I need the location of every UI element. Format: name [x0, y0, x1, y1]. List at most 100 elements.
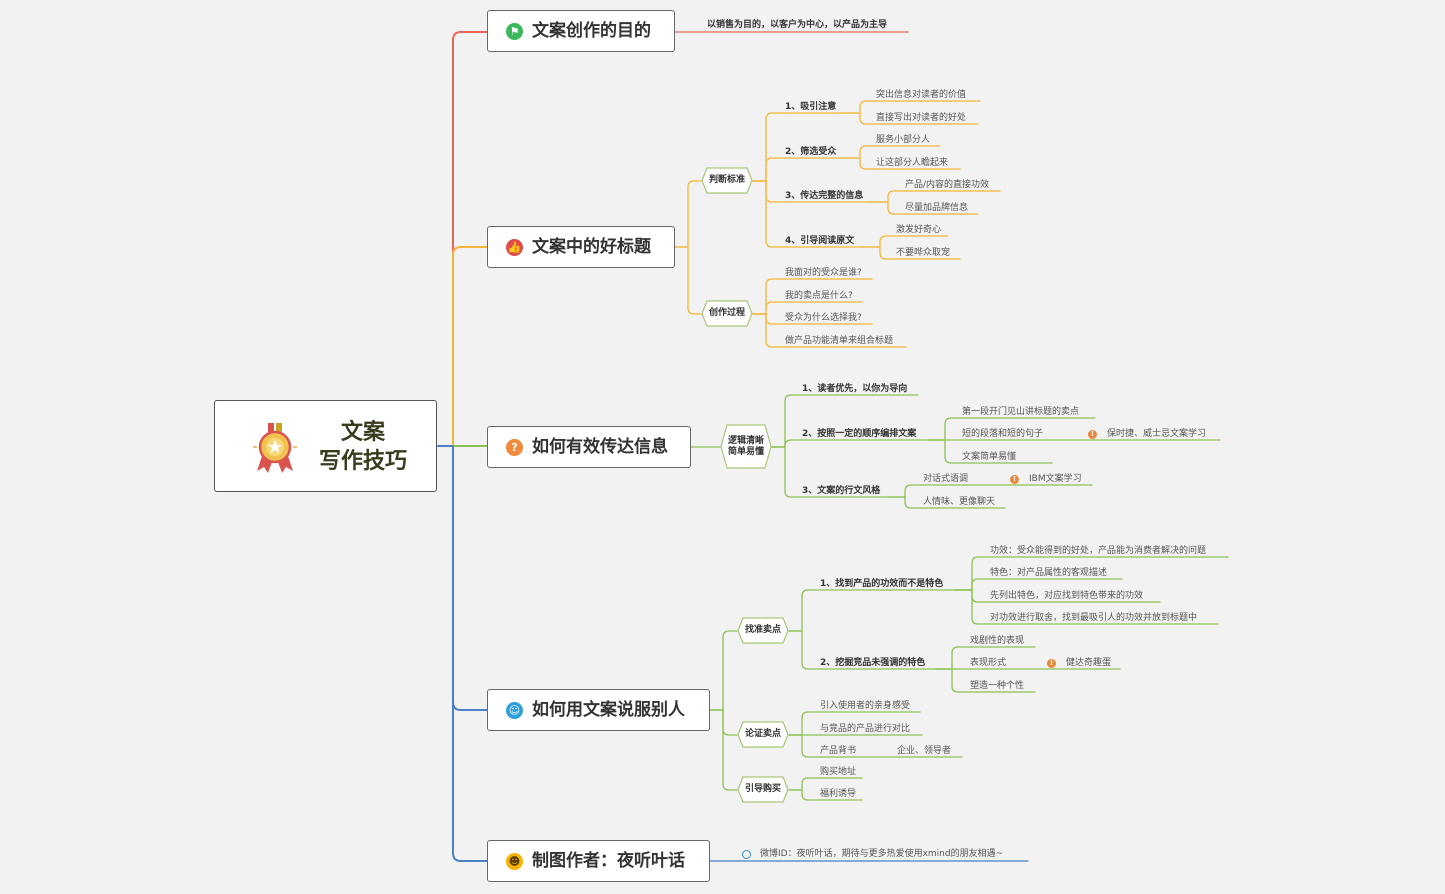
effect-child-2[interactable]: 特色：对产品属性的客观描述 — [990, 568, 1108, 578]
hex-criteria[interactable]: 判断标准 — [701, 167, 753, 194]
effect-child-1[interactable]: 功效：受众能得到的好处，产品能为消费者解决的问题 — [990, 546, 1207, 556]
branch-link — [674, 246, 702, 315]
branch-link — [788, 789, 821, 801]
trunk-blue — [452, 445, 488, 711]
hex-shape — [701, 300, 753, 327]
criteria-2-child-2[interactable]: 让这部分人瞻起来 — [876, 158, 949, 168]
branch-link — [674, 180, 702, 248]
rival-child-1[interactable]: 戏剧性的表现 — [970, 636, 1025, 646]
order-child-2[interactable]: 短的段落和短的句子 — [962, 429, 1044, 439]
hex-criteria-label: 判断标准 — [708, 175, 745, 185]
warning-icon: ! — [1088, 430, 1097, 439]
topic-convey-label: 如何有效传达信息 — [532, 437, 668, 457]
rival-child-2[interactable]: 表现形式 — [970, 658, 1007, 668]
medal-icon — [253, 423, 297, 473]
topic-purpose-label: 文案创作的目的 — [532, 21, 651, 41]
topic-persuade[interactable]: ☺ 如何用文案说服别人 — [487, 689, 710, 731]
order-child-1[interactable]: 第一段开门见山讲标题的卖点 — [962, 407, 1080, 417]
central-topic-line2: 写作技巧 — [318, 449, 407, 474]
criteria-item-1[interactable]: 1、吸引注意 — [785, 102, 837, 112]
criteria-item-2[interactable]: 2、筛选受众 — [785, 147, 837, 157]
branch-link — [934, 646, 971, 670]
hex-selling-point[interactable]: 找准卖点 — [737, 617, 789, 644]
criteria-4-child-1[interactable]: 激发好奇心 — [896, 225, 942, 235]
selling-item-2[interactable]: 2、挖掘竞品未强调的特色 — [820, 658, 926, 668]
style-child-2[interactable]: 人情味、更像聊天 — [923, 497, 996, 507]
hex-proof-label: 论证卖点 — [744, 729, 781, 739]
style-child-1[interactable]: 对话式语调 — [923, 474, 969, 484]
process-item-2[interactable]: 我的卖点是什么? — [785, 291, 853, 301]
convey-item-2[interactable]: 2、按照一定的顺序编排文案 — [802, 429, 917, 439]
hex-shape — [737, 776, 789, 803]
purpose-note[interactable]: 以销售为目的，以客户为中心，以产品为主导 — [707, 20, 888, 30]
hex-proof[interactable]: 论证卖点 — [737, 721, 789, 748]
branch-link — [954, 589, 991, 625]
question-icon: ? — [506, 439, 523, 456]
hex-shape — [737, 721, 789, 748]
author-note[interactable]: 微博ID：夜听叶话，期待与更多热爱使用xmind的朋友相遇~ — [760, 849, 1004, 859]
proof-endorse[interactable]: 企业、领导者 — [897, 746, 952, 756]
criteria-3-child-1[interactable]: 产品/内容的直接功效 — [905, 180, 990, 190]
hex-guide[interactable]: 引导购买 — [737, 776, 789, 803]
guide-child-1[interactable]: 购买地址 — [820, 767, 857, 777]
rival-note[interactable]: 健达奇趣蛋 — [1066, 658, 1112, 668]
branch-link — [887, 484, 924, 498]
branch-link — [869, 201, 906, 215]
branch-link — [788, 630, 821, 670]
warning-icon: ! — [1010, 475, 1019, 484]
proof-child-3[interactable]: 产品背书 — [820, 746, 857, 756]
branch-link — [887, 496, 924, 509]
order-child-3[interactable]: 文案简单易懂 — [962, 452, 1017, 462]
process-item-1[interactable]: 我面对的受众是谁? — [785, 268, 862, 278]
topic-author-label: 制图作者：夜听叶话 — [532, 851, 685, 871]
branch-link — [954, 578, 991, 591]
central-topic-title: 文案 写作技巧 — [313, 418, 413, 476]
branch-link — [752, 301, 786, 315]
branch-link — [934, 668, 971, 693]
branch-link — [709, 709, 738, 791]
branch-link — [752, 112, 786, 182]
hex-logic-line2: 简单易懂 — [727, 446, 764, 457]
order-note[interactable]: 保时捷、威士忌文案学习 — [1107, 429, 1207, 439]
criteria-1-child-1[interactable]: 突出信息对读者的价值 — [876, 90, 967, 100]
convey-item-1[interactable]: 1、读者优先，以你为导向 — [802, 384, 908, 394]
style-note[interactable]: IBM文案学习 — [1029, 474, 1082, 484]
users-icon: ☺ — [506, 702, 523, 719]
process-item-4[interactable]: 做产品功能清单来组合标题 — [785, 336, 894, 346]
criteria-item-3[interactable]: 3、传达完整的信息 — [785, 191, 864, 201]
hex-process[interactable]: 创作过程 — [701, 300, 753, 327]
process-item-3[interactable]: 受众为什么选择我? — [785, 313, 862, 323]
hex-guide-label: 引导购买 — [744, 784, 781, 794]
central-topic[interactable]: 文案 写作技巧 — [214, 400, 437, 492]
weibo-icon — [742, 850, 751, 859]
branch-link — [752, 180, 786, 248]
hex-shape — [737, 617, 789, 644]
flag-icon: ⚑ — [506, 23, 523, 40]
guide-child-2[interactable]: 福利诱导 — [820, 789, 857, 799]
branch-link — [839, 145, 877, 159]
branch-link — [927, 439, 963, 464]
hex-logic-label: 逻辑清晰简单易懂 — [720, 424, 772, 469]
effect-child-4[interactable]: 对功效进行取舍，找到最吸引人的功效并放到标题中 — [990, 613, 1198, 623]
criteria-1-child-2[interactable]: 直接写出对读者的好处 — [876, 113, 967, 123]
rival-child-3[interactable]: 塑造一种个性 — [970, 681, 1025, 691]
topic-purpose[interactable]: ⚑ 文案创作的目的 — [487, 10, 675, 52]
proof-child-2[interactable]: 与竞品的产品进行对比 — [820, 724, 911, 734]
branch-link — [752, 157, 786, 182]
topic-author[interactable]: ☻ 制图作者：夜听叶话 — [487, 840, 710, 882]
convey-item-3[interactable]: 3、文案的行文风格 — [802, 486, 881, 496]
criteria-item-4[interactable]: 4、引导阅读原文 — [785, 236, 855, 246]
effect-child-3[interactable]: 先列出特色，对应找到特色带来的功效 — [990, 591, 1144, 601]
branch-link — [771, 394, 803, 448]
criteria-3-child-2[interactable]: 尽量加品牌信息 — [905, 203, 969, 213]
proof-child-1[interactable]: 引入使用者的亲身感受 — [820, 701, 911, 711]
branch-link — [752, 180, 786, 203]
selling-item-1[interactable]: 1、找到产品的功效而不是特色 — [820, 579, 944, 589]
topic-good-title[interactable]: 👍 文案中的好标题 — [487, 226, 675, 268]
topic-convey[interactable]: ? 如何有效传达信息 — [487, 426, 691, 468]
criteria-2-child-1[interactable]: 服务小部分人 — [876, 135, 931, 145]
hex-shape — [701, 167, 753, 194]
branch-link — [869, 190, 906, 203]
hex-logic[interactable]: 逻辑清晰简单易懂 — [720, 424, 772, 469]
criteria-4-child-2[interactable]: 不要哗众取宠 — [896, 248, 951, 258]
